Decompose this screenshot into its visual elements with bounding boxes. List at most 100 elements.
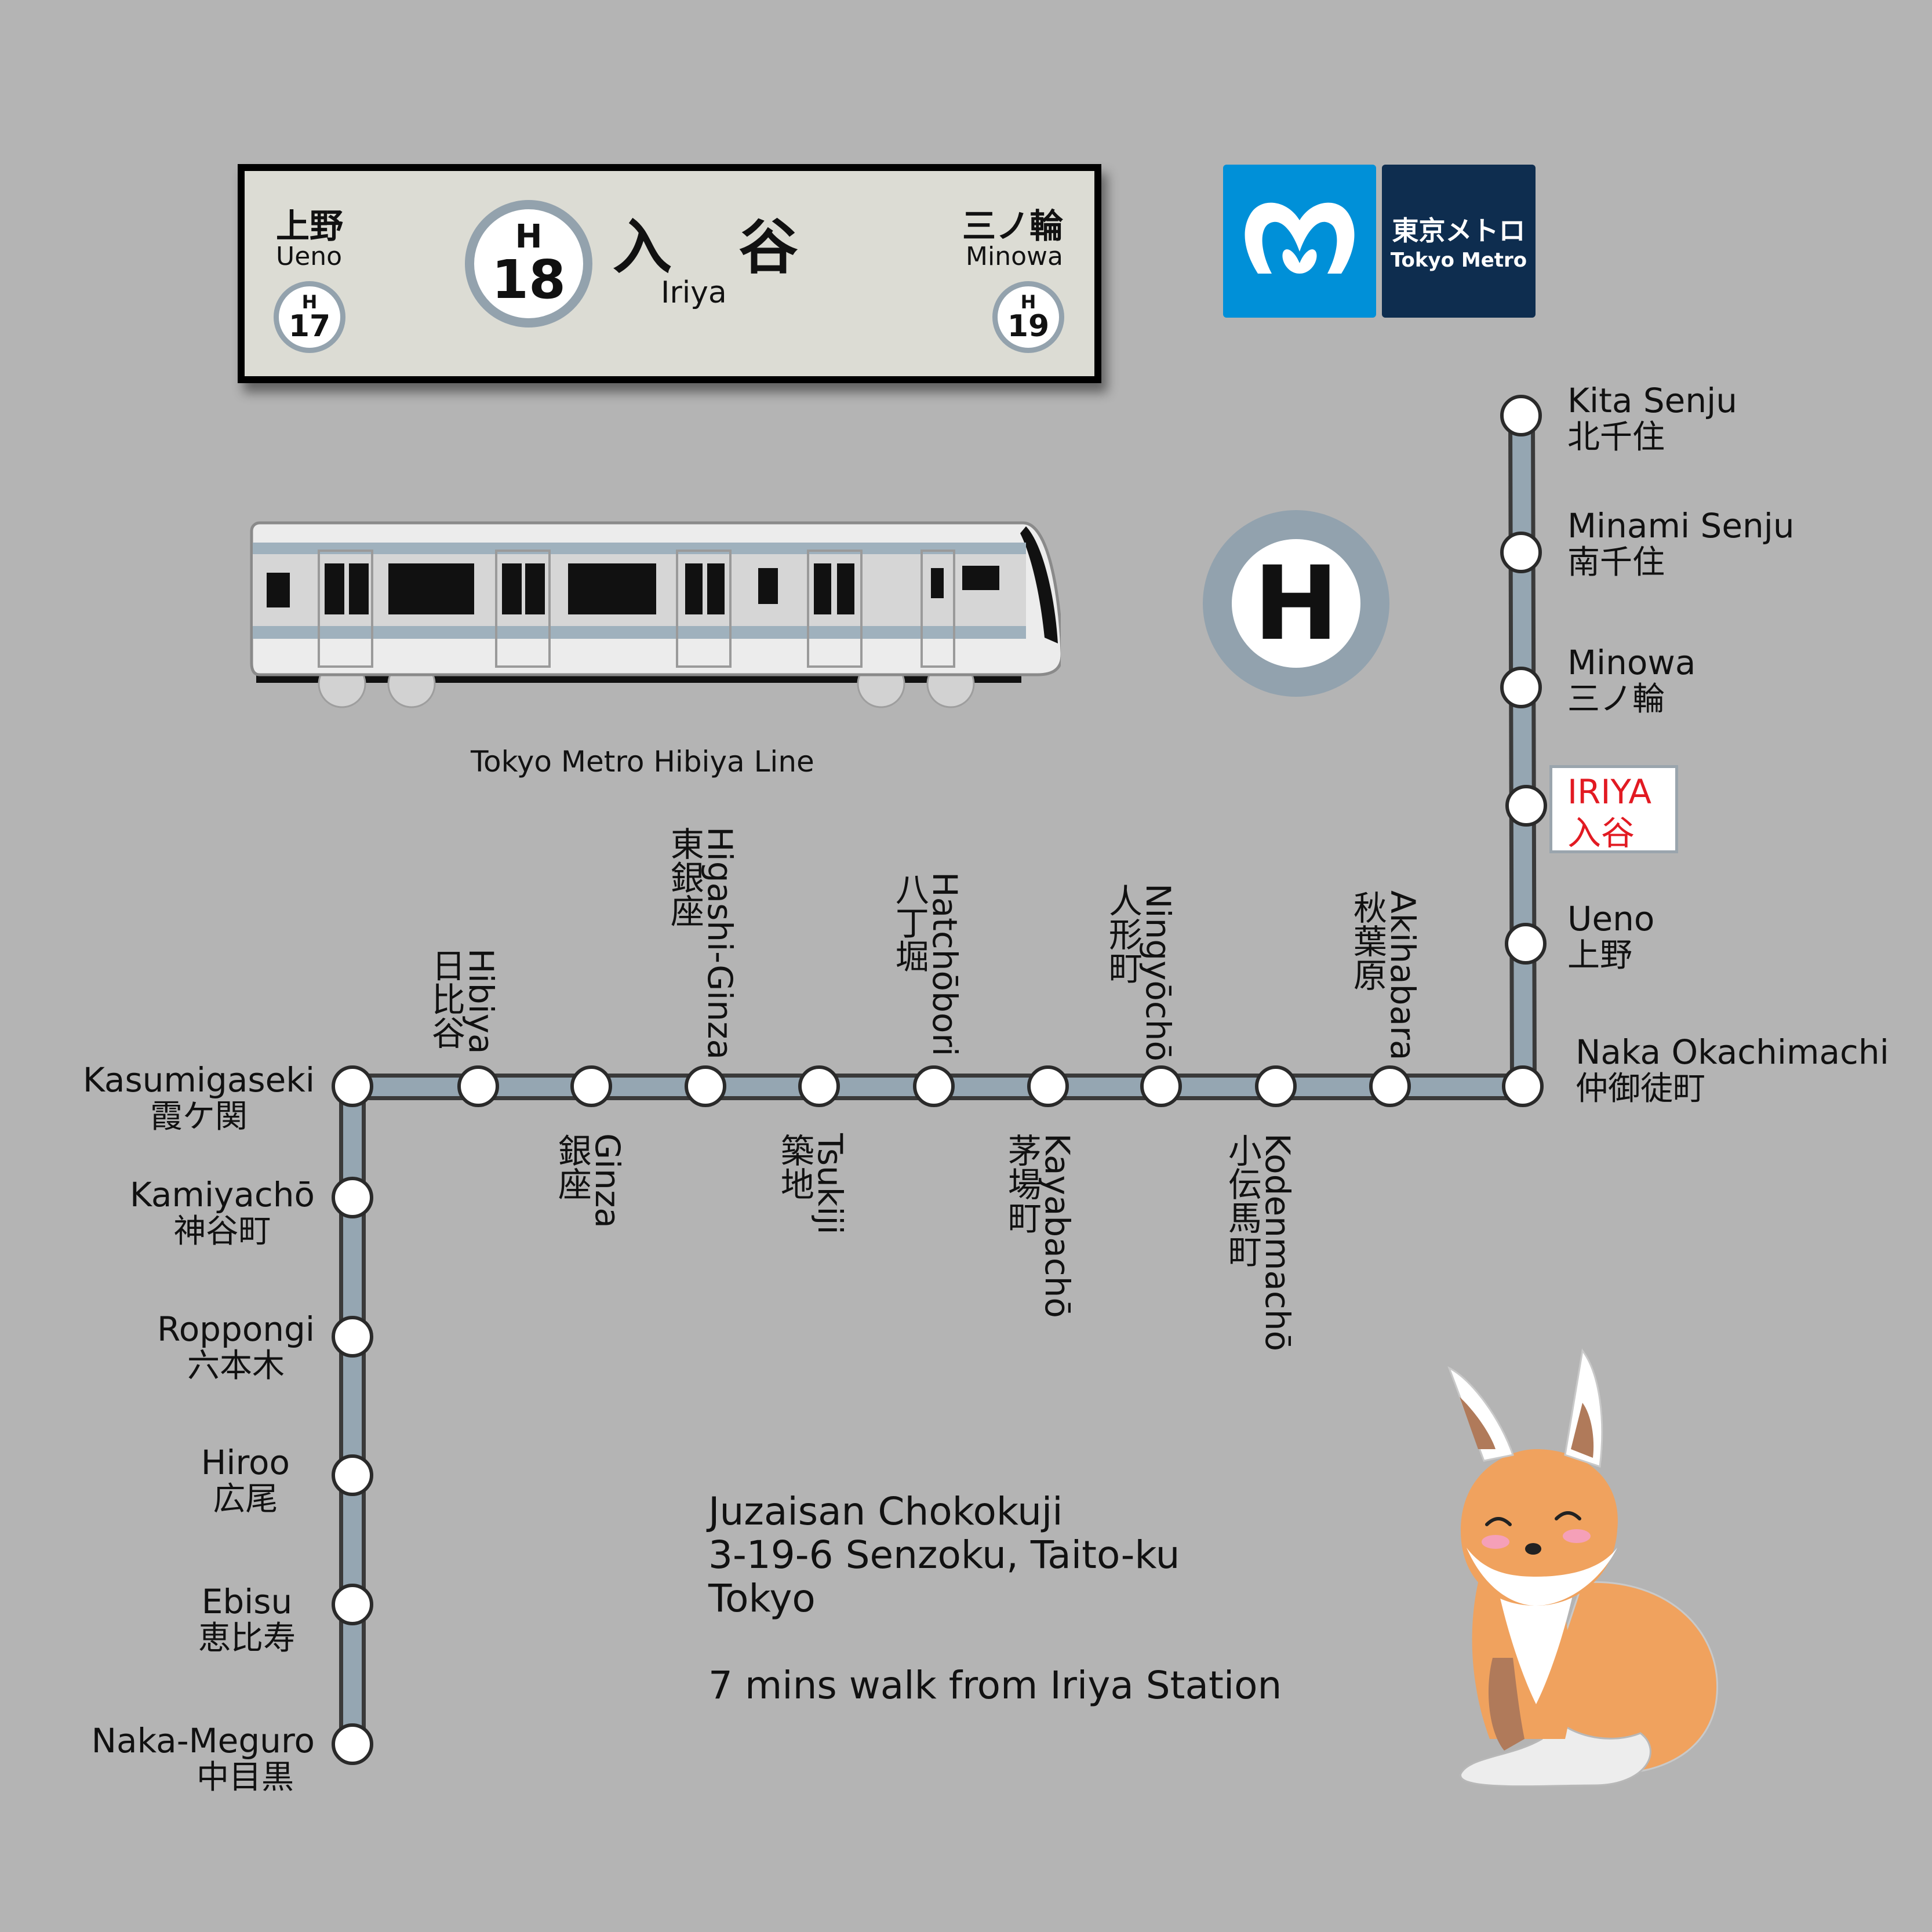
station-name-en: Kita Senju bbox=[1567, 381, 1738, 420]
line-letter: H bbox=[301, 291, 318, 313]
station-akihabara: Akihabara 秋葉原 bbox=[1347, 890, 1422, 1061]
station-name-jp: 中目黒 bbox=[197, 1758, 294, 1796]
station-sign: 上野 Ueno H 17 H 18 入 谷 Iriya 三ノ輪 Minowa H… bbox=[238, 164, 1101, 383]
station-name-jp: 茅場町 bbox=[1002, 1133, 1042, 1234]
station-name-en: Kayabachō bbox=[1037, 1133, 1077, 1318]
station-name-en: Ebisu bbox=[201, 1582, 293, 1621]
station-naka-okachimachi: Naka Okachimachi 仲御徒町 bbox=[1576, 1034, 1889, 1107]
station-stop-marker bbox=[1027, 1065, 1069, 1107]
line-letter: H bbox=[1020, 291, 1036, 313]
fox-mascot-icon bbox=[1447, 1348, 1719, 1788]
station-name-jp: 南千住 bbox=[1567, 543, 1665, 581]
next-station-jp: 三ノ輪 bbox=[962, 206, 1063, 246]
logo-text-jp: 東京メトロ bbox=[1392, 215, 1526, 246]
train-caption: Tokyo Metro Hibiya Line bbox=[471, 745, 814, 778]
station-higashi-ginza: Higashi-Ginza 東銀座 bbox=[664, 827, 740, 1060]
info-city: Tokyo bbox=[708, 1576, 816, 1621]
station-name-jp: 入谷 bbox=[1567, 813, 1635, 853]
station-name-en: Tsukiji bbox=[810, 1133, 850, 1235]
station-name-jp: 秋葉原 bbox=[1347, 890, 1387, 991]
station-name-jp: 八丁堀 bbox=[889, 872, 929, 973]
current-station-en: Iriya bbox=[661, 275, 727, 310]
station-roppongi: Roppongi 六本木 bbox=[157, 1311, 315, 1384]
station-tsukiji: Tsukiji 築地 bbox=[774, 1133, 850, 1235]
info-walk-time: 7 mins walk from Iriya Station bbox=[708, 1663, 1282, 1708]
station-number: 18 bbox=[491, 249, 566, 311]
line-letter: H bbox=[1232, 539, 1360, 668]
station-stop-marker bbox=[913, 1065, 955, 1107]
station-stop-marker bbox=[570, 1065, 612, 1107]
station-name-jp: 上野 bbox=[1567, 936, 1632, 974]
station-name-jp: 霞ケ関 bbox=[150, 1097, 248, 1136]
train-icon bbox=[250, 521, 1061, 708]
station-name-en: IRIYA bbox=[1567, 772, 1652, 812]
station-name-en: Hiroo bbox=[201, 1443, 290, 1482]
station-name-jp: 築地 bbox=[774, 1133, 814, 1200]
prev-station-en: Ueno bbox=[276, 242, 343, 271]
next-station-en: Minowa bbox=[966, 242, 1063, 271]
station-name-en: Minowa bbox=[1567, 643, 1696, 682]
current-station-jp: 入 谷 bbox=[613, 213, 821, 282]
station-kita-senju: Kita Senju 北千住 bbox=[1567, 381, 1738, 456]
info-address: 3-19-6 Senzoku, Taito-ku bbox=[708, 1533, 1180, 1577]
destination-info: Juzaisan Chokokuji 3-19-6 Senzoku, Taito… bbox=[708, 1490, 1282, 1707]
tokyo-metro-logo-text: 東京メトロ Tokyo Metro bbox=[1382, 165, 1536, 318]
station-ueno: Ueno 上野 bbox=[1567, 899, 1655, 974]
tokyo-metro-logo-mark bbox=[1223, 165, 1376, 318]
station-stop-marker bbox=[685, 1065, 726, 1107]
station-kasumigaseki: Kasumigaseki 霞ケ関 bbox=[82, 1060, 315, 1136]
station-minami-senju: Minami Senju 南千住 bbox=[1567, 506, 1795, 581]
station-name-jp: 広尾 bbox=[213, 1480, 278, 1518]
prev-station-jp: 上野 bbox=[276, 206, 344, 246]
station-stop-marker bbox=[332, 1316, 373, 1358]
station-stop-marker bbox=[1255, 1065, 1297, 1107]
station-name-en: Akihabara bbox=[1382, 890, 1422, 1061]
station-stop-marker bbox=[332, 1177, 373, 1218]
station-stop-marker bbox=[332, 1584, 373, 1625]
prev-station-number: H 17 bbox=[274, 281, 345, 353]
station-ningyocho: Ningyōchō 人形町 bbox=[1103, 883, 1178, 1062]
station-name-jp: 神谷町 bbox=[173, 1212, 271, 1250]
station-name-en: Hibiya bbox=[461, 948, 501, 1054]
station-hatchobori: Hatchōbori 八丁堀 bbox=[889, 872, 965, 1056]
station-name-en: Kodenmachō bbox=[1257, 1133, 1297, 1352]
station-name-jp: 恵比寿 bbox=[198, 1619, 296, 1657]
station-ginza: Ginza 銀座 bbox=[552, 1133, 627, 1228]
station-number: 19 bbox=[1007, 309, 1050, 344]
station-name-en: Minami Senju bbox=[1567, 506, 1795, 545]
line-letter: H bbox=[515, 218, 543, 256]
info-spacer bbox=[708, 1620, 1282, 1664]
station-name-jp: 六本木 bbox=[187, 1347, 285, 1385]
station-kodenmacho: Kodenmachō 小伝馬町 bbox=[1222, 1133, 1297, 1352]
station-name-jp: 北千住 bbox=[1567, 418, 1665, 456]
station-ebisu: Ebisu 恵比寿 bbox=[198, 1582, 296, 1657]
station-number: 17 bbox=[288, 309, 331, 344]
station-name-en: Kamiyachō bbox=[129, 1175, 315, 1214]
station-stop-marker bbox=[1500, 532, 1542, 573]
station-name-en: Ningyōchō bbox=[1138, 883, 1178, 1062]
station-stop-marker bbox=[1505, 923, 1547, 965]
station-name-jp: 銀座 bbox=[552, 1133, 592, 1200]
station-stop-marker bbox=[332, 1723, 373, 1765]
station-stop-marker bbox=[1140, 1065, 1182, 1107]
station-minowa: Minowa 三ノ輪 bbox=[1567, 643, 1696, 718]
station-stop-marker bbox=[1369, 1065, 1411, 1107]
station-name-jp: 三ノ輪 bbox=[1567, 680, 1665, 718]
station-name-jp: 小伝馬町 bbox=[1222, 1133, 1262, 1268]
station-name-en: Ueno bbox=[1567, 899, 1655, 938]
station-kayabacho: Kayabachō 茅場町 bbox=[1002, 1133, 1077, 1318]
station-name-en: Naka Okachimachi bbox=[1576, 1032, 1889, 1072]
station-stop-marker bbox=[1502, 1065, 1544, 1107]
station-naka-meguro: Naka-Meguro 中目黒 bbox=[92, 1722, 315, 1796]
station-name-en: Higashi-Ginza bbox=[700, 827, 740, 1060]
hibiya-line-badge: H bbox=[1203, 510, 1389, 697]
station-name-en: Ginza bbox=[587, 1133, 627, 1228]
station-name-en: Kasumigaseki bbox=[82, 1060, 315, 1100]
station-name-jp: 仲御徒町 bbox=[1576, 1069, 1705, 1108]
station-stop-marker bbox=[332, 1065, 373, 1107]
station-name-jp: 東銀座 bbox=[664, 827, 704, 927]
station-name-en: Roppongi bbox=[157, 1309, 315, 1349]
station-kamiyacho: Kamiyachō 神谷町 bbox=[129, 1175, 315, 1250]
station-stop-marker bbox=[798, 1065, 840, 1107]
